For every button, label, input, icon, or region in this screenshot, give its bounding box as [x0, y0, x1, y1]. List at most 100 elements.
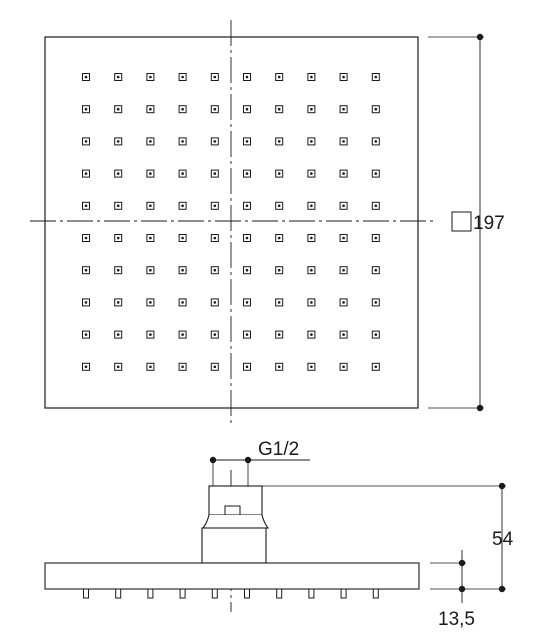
nozzle: [339, 201, 348, 210]
nozzle: [146, 330, 155, 339]
connector-notch: [224, 505, 241, 515]
nozzle: [243, 137, 251, 146]
nozzle: [178, 266, 187, 275]
shower-plate-outline: [44, 36, 419, 409]
nozzle: [146, 234, 155, 242]
nozzle: [275, 105, 284, 114]
nozzle: [178, 330, 187, 339]
nozzle: [114, 73, 123, 81]
nozzle: [114, 298, 123, 307]
nozzle: [339, 330, 348, 339]
nozzle: [210, 362, 219, 371]
nozzle: [275, 330, 284, 339]
nozzle-tip: [308, 588, 315, 599]
nozzle: [146, 298, 155, 307]
connector-neck: [201, 514, 270, 529]
nozzle: [371, 137, 380, 146]
connector-body: [201, 527, 267, 564]
nozzle-tip: [276, 588, 283, 599]
nozzle: [210, 266, 219, 275]
nozzle: [178, 201, 187, 210]
nozzle-tip: [372, 588, 379, 599]
nozzle-tip: [244, 588, 250, 599]
nozzle: [371, 201, 380, 210]
nozzle: [178, 234, 187, 242]
nozzle: [146, 201, 155, 210]
nozzle: [307, 234, 316, 242]
nozzle: [371, 105, 380, 114]
nozzle: [146, 73, 155, 81]
nozzle: [243, 201, 251, 210]
nozzle: [178, 137, 187, 146]
nozzle: [371, 266, 380, 275]
nozzle: [82, 201, 90, 210]
nozzle: [82, 298, 90, 307]
nozzle-tip: [115, 588, 122, 599]
nozzle: [114, 105, 123, 114]
nozzle: [275, 201, 284, 210]
nozzle-tip: [340, 588, 347, 599]
nozzle: [210, 201, 219, 210]
thickness-dot-top: [458, 559, 466, 567]
thread-dimension: G1/2: [209, 439, 310, 486]
nozzle: [178, 362, 187, 371]
nozzle: [82, 266, 90, 275]
nozzle: [210, 73, 219, 81]
nozzle: [307, 266, 316, 275]
nozzle: [275, 234, 284, 242]
height-dimension: 54: [262, 482, 514, 593]
nozzle-tip: [179, 588, 186, 599]
nozzle: [114, 137, 123, 146]
connector-nut: [208, 485, 263, 516]
nozzle: [114, 362, 123, 371]
nozzle: [82, 362, 90, 371]
nozzle: [178, 105, 187, 114]
nozzle: [371, 234, 380, 242]
nozzle: [307, 298, 316, 307]
nozzle: [339, 298, 348, 307]
nozzle: [339, 169, 348, 178]
nozzle-tip: [211, 588, 218, 599]
nozzle: [114, 201, 123, 210]
nozzle: [210, 298, 219, 307]
height-dot-bottom: [498, 585, 506, 593]
nozzle: [371, 362, 380, 371]
nozzle: [243, 298, 251, 307]
width-dimension: 197: [428, 33, 505, 412]
nozzle: [210, 169, 219, 178]
nozzle: [339, 266, 348, 275]
nozzle-tip: [147, 588, 154, 599]
thread-dot-left: [209, 456, 217, 464]
nozzle: [243, 73, 251, 81]
nozzle: [82, 330, 90, 339]
nozzle: [243, 362, 251, 371]
square-symbol-icon: [451, 211, 472, 232]
nozzle-grid: [82, 73, 380, 371]
nozzle: [146, 266, 155, 275]
nozzle: [275, 169, 284, 178]
nozzle: [275, 137, 284, 146]
nozzle: [82, 105, 90, 114]
nozzle: [275, 362, 284, 371]
nozzle: [114, 330, 123, 339]
nozzle: [339, 362, 348, 371]
nozzle: [307, 201, 316, 210]
thread-dot-right: [244, 456, 252, 464]
nozzle: [243, 266, 251, 275]
nozzle: [307, 362, 316, 371]
nozzle: [275, 266, 284, 275]
nozzle: [178, 298, 187, 307]
nozzle: [82, 234, 90, 242]
nozzle: [243, 330, 251, 339]
nozzle: [339, 73, 348, 81]
nozzle: [146, 169, 155, 178]
nozzle: [371, 169, 380, 178]
nozzle: [275, 298, 284, 307]
nozzle: [210, 330, 219, 339]
plate-thickness-label: 13,5: [438, 609, 475, 630]
nozzle: [146, 137, 155, 146]
nozzle: [339, 234, 348, 242]
nozzle: [114, 234, 123, 242]
nozzle: [307, 330, 316, 339]
